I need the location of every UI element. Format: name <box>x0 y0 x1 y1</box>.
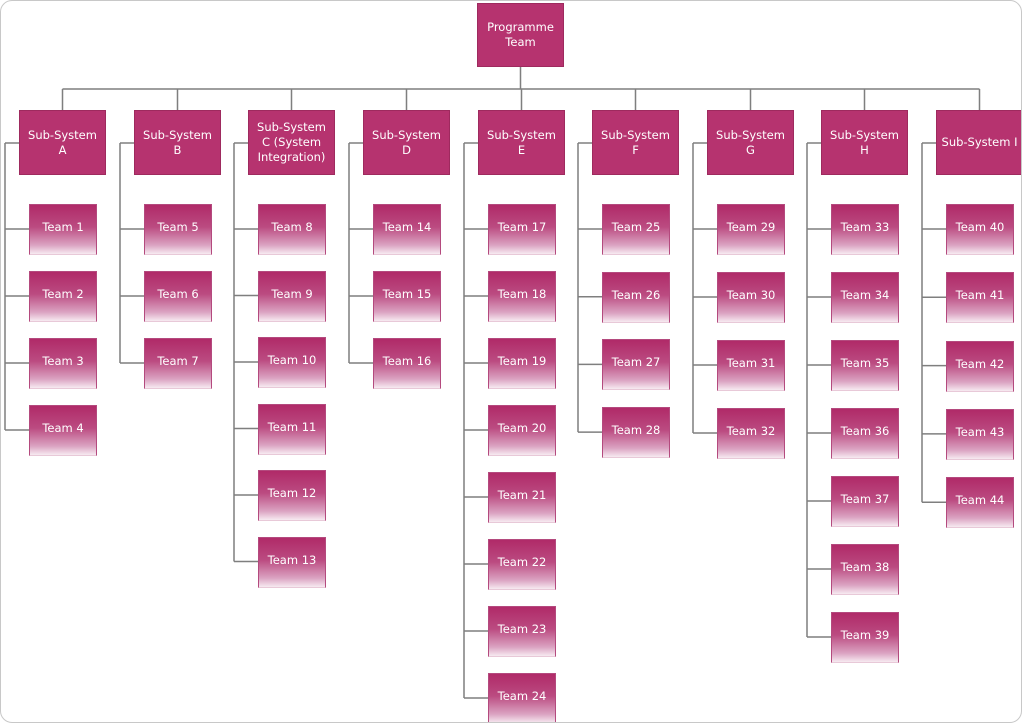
team-node: Team 17 <box>488 204 556 255</box>
team-node: Team 37 <box>831 476 899 527</box>
team-node: Team 15 <box>373 271 441 322</box>
team-node: Team 33 <box>831 204 899 255</box>
subsystem-c-node: Sub-System C (System Integration) <box>248 110 335 175</box>
team-node: Team 34 <box>831 272 899 323</box>
team-node: Team 10 <box>258 337 326 388</box>
team-node: Team 2 <box>29 271 97 322</box>
team-node: Team 38 <box>831 544 899 595</box>
team-node: Team 31 <box>717 340 785 391</box>
subsystem-e-node: Sub-System E <box>478 110 565 175</box>
team-node: Team 23 <box>488 606 556 657</box>
team-node: Team 32 <box>717 408 785 459</box>
team-node: Team 36 <box>831 408 899 459</box>
subsystem-a-node: Sub-System A <box>19 110 106 175</box>
team-node: Team 7 <box>144 338 212 389</box>
team-node: Team 42 <box>946 340 1014 392</box>
team-node: Team 3 <box>29 338 97 389</box>
team-node: Team 18 <box>488 271 556 322</box>
subsystem-f-node: Sub-System F <box>592 110 679 175</box>
team-node: Team 5 <box>144 204 212 255</box>
team-node: Team 22 <box>488 539 556 590</box>
team-node: Team 9 <box>258 270 326 322</box>
team-node: Team 4 <box>29 405 97 456</box>
team-node: Team 13 <box>258 536 326 588</box>
team-node: Team 16 <box>373 338 441 389</box>
team-node: Team 39 <box>831 612 899 663</box>
subsystem-i-node: Sub-System I <box>936 110 1021 175</box>
team-node: Team 44 <box>946 477 1014 529</box>
team-node: Team 1 <box>29 204 97 255</box>
team-node: Team 25 <box>602 204 670 255</box>
subsystem-h-node: Sub-System H <box>821 110 908 175</box>
subsystem-b-node: Sub-System B <box>134 110 221 175</box>
team-node: Team 6 <box>144 271 212 322</box>
team-node: Team 35 <box>831 340 899 391</box>
team-node: Team 26 <box>602 271 670 323</box>
team-node: Team 21 <box>488 472 556 523</box>
team-node: Team 19 <box>488 338 556 389</box>
team-node: Team 30 <box>717 272 785 323</box>
team-node: Team 29 <box>717 204 785 255</box>
team-node: Team 14 <box>373 204 441 255</box>
programme-team-node: Programme Team <box>477 3 564 67</box>
team-node: Team 28 <box>602 407 670 459</box>
team-node: Team 11 <box>258 403 326 455</box>
team-node: Team 40 <box>946 204 1014 255</box>
subsystem-d-node: Sub-System D <box>363 110 450 175</box>
team-node: Team 43 <box>946 408 1014 460</box>
team-node: Team 8 <box>258 204 326 255</box>
team-node: Team 27 <box>602 339 670 391</box>
team-node: Team 20 <box>488 405 556 456</box>
team-node: Team 41 <box>946 272 1014 324</box>
team-node: Team 12 <box>258 470 326 521</box>
subsystem-g-node: Sub-System G <box>707 110 794 175</box>
team-node: Team 24 <box>488 673 556 722</box>
